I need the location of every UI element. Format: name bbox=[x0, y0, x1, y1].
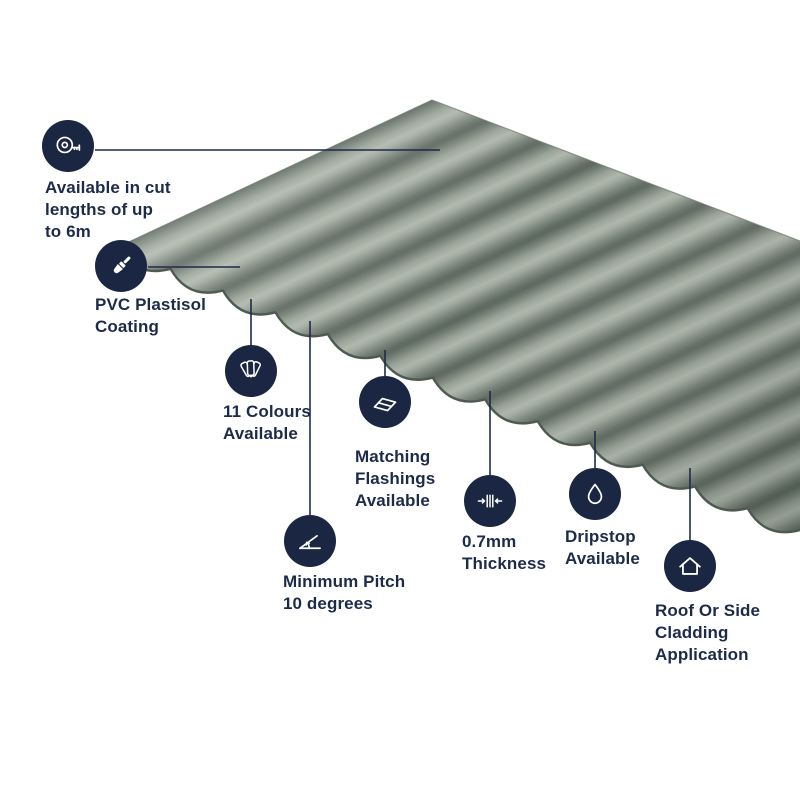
feature-label-pitch: Minimum Pitch 10 degrees bbox=[283, 572, 406, 614]
sheet-lighting-overlay bbox=[118, 100, 800, 533]
feature-label-dripstop: Dripstop Available bbox=[565, 527, 640, 569]
feature-badge-cut-lengths bbox=[42, 120, 94, 172]
sheet-far-edge bbox=[117, 99, 800, 248]
feature-badge-dripstop bbox=[569, 468, 621, 520]
feature-label-thickness: 0.7mm Thickness bbox=[462, 532, 547, 574]
feature-badge-thickness bbox=[464, 475, 516, 527]
feature-badge-coating bbox=[95, 240, 147, 292]
feature-label-cut-lengths: Available in cut lengths of up to 6m bbox=[45, 178, 171, 242]
colour-fan-icon bbox=[240, 360, 261, 378]
feature-badge-colours bbox=[225, 345, 277, 397]
paint-brush-icon bbox=[113, 256, 131, 274]
feature-label-flashings: Matching Flashings Available bbox=[355, 447, 436, 511]
feature-label-colours: 11 Colours Available bbox=[223, 402, 311, 444]
house-icon bbox=[679, 557, 701, 575]
feature-badge-pitch bbox=[284, 515, 336, 567]
thickness-icon bbox=[477, 494, 503, 508]
feature-badge-cladding bbox=[664, 540, 716, 592]
feature-label-coating: PVC Plastisol Coating bbox=[95, 295, 206, 337]
sheet-wave-edge bbox=[116, 246, 800, 534]
flashing-icon bbox=[373, 397, 397, 412]
feature-label-cladding: Roof Or Side Cladding Application bbox=[655, 601, 761, 665]
tape-measure-icon bbox=[56, 136, 81, 154]
water-drop-icon bbox=[587, 483, 603, 505]
pitch-angle-icon bbox=[299, 535, 321, 550]
feature-badge-flashings bbox=[359, 376, 411, 428]
